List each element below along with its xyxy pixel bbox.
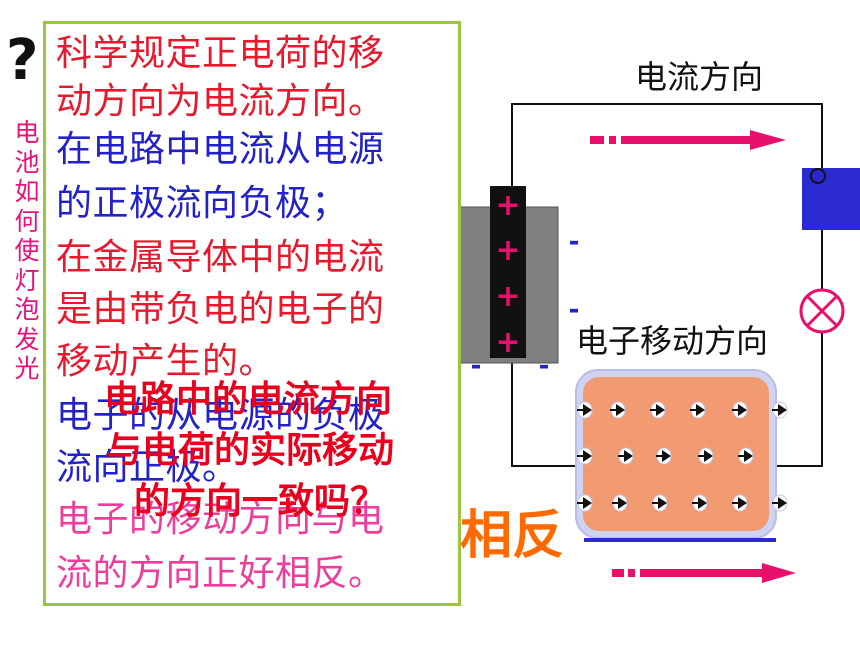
electron-icon <box>690 401 706 419</box>
explanation-line: 是由带负电的电子的 <box>56 289 385 330</box>
electron-icon <box>732 494 748 512</box>
electron-icon <box>650 401 666 419</box>
metal-conductor <box>575 369 788 542</box>
current-arrow-top <box>590 130 786 150</box>
electron-icon <box>772 494 788 512</box>
side-question-char: 发 <box>14 324 40 354</box>
question-mark: ? <box>6 28 39 93</box>
overlay-question-line: 电路中的电流方向 <box>104 379 393 420</box>
switch-icon <box>802 168 860 230</box>
side-question: 电池如何使灯泡发光 <box>12 118 42 384</box>
svg-text:+: + <box>495 233 520 268</box>
explanation-line: 电子的从电源的负极 <box>56 395 385 436</box>
answer-text: 相反 <box>460 506 565 566</box>
side-question-char: 灯 <box>14 265 40 295</box>
explanation-line: 动方向为电流方向。 <box>56 81 385 122</box>
explanation-line: 在电路中电流从电源 <box>56 129 385 170</box>
svg-text:+: + <box>495 325 520 360</box>
electron-icon <box>738 447 754 465</box>
overlay-question-line: 与电荷的实际移动 <box>106 430 395 471</box>
explanation-line: 流向正极。 <box>56 447 239 488</box>
electron-direction-label: 电子移动方向 <box>576 322 769 360</box>
circuit-wire <box>511 103 823 467</box>
electron-icon <box>577 447 593 465</box>
side-question-char: 池 <box>14 147 40 177</box>
overlay-question-line: 的方向一致吗？ <box>134 481 387 522</box>
explanation-textbox: 科学规定正电荷的移动方向为电流方向。在电路中电流从电源的正极流向负极； 在金属导体… <box>43 21 461 606</box>
explanation-line: 的正极流向负极； <box>56 183 349 224</box>
electron-icon <box>577 401 593 419</box>
svg-text:-: - <box>471 351 482 381</box>
svg-text:-: - <box>569 295 580 325</box>
explanation-line: 在金属导体中的电流 <box>56 237 385 278</box>
electron-icon <box>656 447 672 465</box>
electron-icon <box>772 401 788 419</box>
electron-arrow-bottom <box>612 563 796 583</box>
svg-text:+: + <box>495 279 520 314</box>
electron-icon <box>692 494 708 512</box>
electron-icon <box>612 494 628 512</box>
side-question-char: 如 <box>14 177 40 206</box>
battery-positive-terminal: + + + + <box>495 188 520 360</box>
lamp-icon <box>799 288 845 334</box>
explanation-line: 科学规定正电荷的移 <box>56 33 385 74</box>
electron-icon <box>698 447 714 465</box>
electron-icon <box>618 447 634 465</box>
side-question-char: 使 <box>14 236 40 265</box>
explanation-line: 流的方向正好相反。 <box>56 553 385 594</box>
electron-icon <box>652 494 668 512</box>
electron-group <box>577 401 788 512</box>
electron-icon <box>732 401 748 419</box>
explanation-line: 电子的移动方向与电 <box>56 499 385 540</box>
svg-text:-: - <box>569 227 580 257</box>
electron-icon <box>577 494 593 512</box>
current-direction-label: 电流方向 <box>635 58 764 96</box>
explanation-line: 移动产生的。 <box>56 341 276 382</box>
electron-icon <box>610 401 626 419</box>
svg-text:+: + <box>495 188 520 223</box>
side-question-char: 泡 <box>14 295 40 324</box>
side-question-char: 电 <box>14 118 40 147</box>
svg-text:-: - <box>539 351 550 381</box>
battery: + + + + - - - - - - <box>435 186 580 381</box>
side-question-char: 光 <box>14 354 40 383</box>
side-question-char: 何 <box>14 206 40 236</box>
